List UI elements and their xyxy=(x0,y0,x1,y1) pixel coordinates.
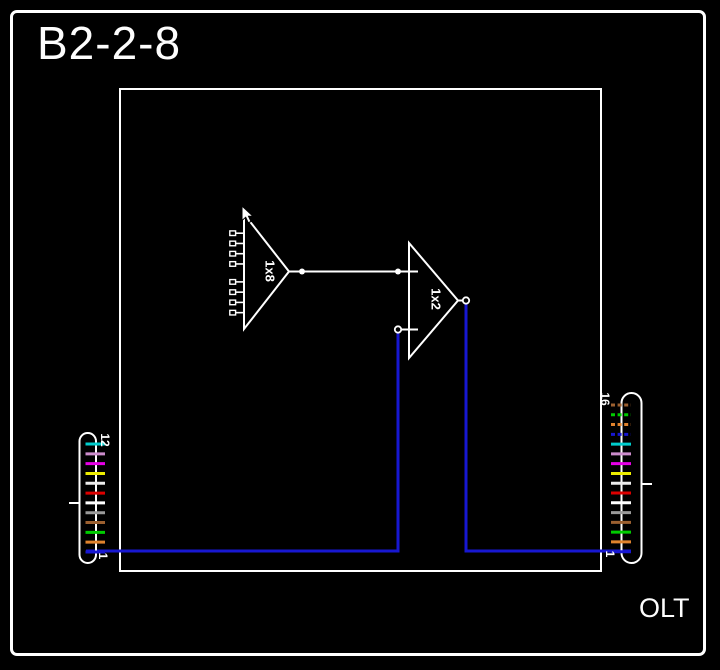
olt-label: OLT xyxy=(639,593,690,623)
splitter-1x2-shape[interactable] xyxy=(408,240,460,361)
splitter-1x8-port-terminal xyxy=(229,230,237,237)
connector-left-fibers xyxy=(85,442,105,554)
junction-dot-left xyxy=(299,268,305,275)
connector-right-body[interactable] xyxy=(620,392,643,564)
connector-left-bottom-label: 1 xyxy=(96,552,110,560)
splitter-1x8-port-terminal xyxy=(229,250,237,257)
splitter-1x8-port-terminal xyxy=(229,309,237,316)
plan-area-border xyxy=(119,88,602,572)
splitter-1x8-shape[interactable] xyxy=(243,211,291,332)
junction-dot-right xyxy=(395,268,401,275)
mouse-cursor-icon xyxy=(241,204,255,224)
fiber-link-left[interactable] xyxy=(86,333,400,553)
splitter-1x8-port-terminal xyxy=(229,289,237,296)
splitter-1x8-port-terminal xyxy=(229,278,237,285)
connector-right-top-label: 16 xyxy=(598,392,612,406)
connector-right-fibers xyxy=(611,403,631,554)
connector-right[interactable] xyxy=(611,392,652,564)
connection-circle-output xyxy=(461,296,471,305)
splitter-1x8-ports xyxy=(229,230,244,316)
splitter-1x2-label: 1x2 xyxy=(428,288,444,310)
fiber-link-right[interactable] xyxy=(464,304,631,553)
connector-right-bottom-label: 1 xyxy=(603,550,617,558)
splitter-1x8-port-terminal xyxy=(229,260,237,267)
outer-border xyxy=(10,10,706,656)
splitter-1x8[interactable] xyxy=(229,211,291,332)
splitter-1x8-label: 1x8 xyxy=(262,260,278,282)
page-title: B2-2-8 xyxy=(37,17,182,69)
connection-circle-port2 xyxy=(393,325,403,334)
connector-left-body[interactable] xyxy=(78,432,97,564)
connector-left[interactable] xyxy=(69,432,105,564)
splitter-1x8-port-terminal xyxy=(229,240,237,247)
splitter-1x8-port-terminal xyxy=(229,299,237,306)
connector-left-top-label: 12 xyxy=(98,433,112,447)
